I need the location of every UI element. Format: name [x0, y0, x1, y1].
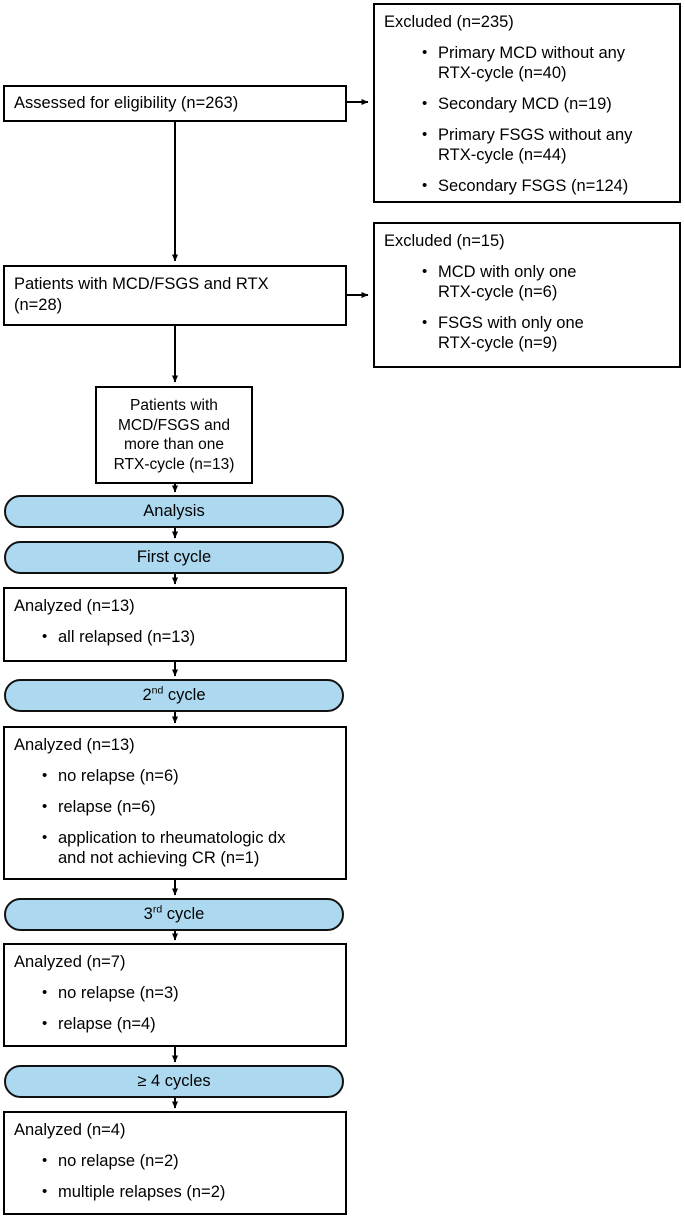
- node-patients-more-than-one-cycle: Patients with MCD/FSGS and more than one…: [95, 386, 253, 484]
- patients-rtx-label: Patients with MCD/FSGS and RTX (n=28): [14, 275, 269, 314]
- node-analyzed-second-cycle: Analyzed (n=13) no relapse (n=6) relapse…: [3, 726, 347, 880]
- third-cycle-number: 3: [143, 905, 153, 923]
- list-item: relapse (n=4): [40, 1014, 336, 1034]
- analyzed-3-list-wrap: no relapse (n=3) relapse (n=4): [40, 983, 336, 1034]
- list-item: Secondary FSGS (n=124): [420, 176, 670, 196]
- node-analyzed-four-plus-cycles: Analyzed (n=4) no relapse (n=2) multiple…: [3, 1111, 347, 1215]
- analyzed-3-heading: Analyzed (n=7): [14, 953, 126, 971]
- analyzed-1-heading: Analyzed (n=13): [14, 597, 135, 615]
- analyzed-2-list: no relapse (n=6) relapse (n=6) applicati…: [40, 766, 336, 868]
- third-cycle-word: cycle: [162, 905, 205, 923]
- banner-second-cycle: 2nd cycle: [4, 679, 344, 712]
- banner-analysis: Analysis: [4, 495, 344, 528]
- list-item: no relapse (n=3): [40, 983, 336, 1003]
- third-cycle-label: 3rd cycle: [143, 903, 205, 924]
- node-assessed-for-eligibility: Assessed for eligibility (n=263): [3, 85, 347, 122]
- analyzed-1-list: all relapsed (n=13): [40, 627, 336, 647]
- node-analyzed-third-cycle: Analyzed (n=7) no relapse (n=3) relapse …: [3, 943, 347, 1047]
- list-item: multiple relapses (n=2): [40, 1182, 336, 1202]
- analyzed-4-list: no relapse (n=2) multiple relapses (n=2): [40, 1151, 336, 1202]
- third-cycle-ordinal-suffix: rd: [152, 903, 163, 916]
- excluded-15-list: MCD with only one RTX-cycle (n=6) FSGS w…: [420, 262, 670, 353]
- analyzed-2-list-wrap: no relapse (n=6) relapse (n=6) applicati…: [40, 766, 336, 868]
- analysis-label: Analysis: [143, 502, 205, 520]
- excluded-235-list-wrap: Primary MCD without any RTX-cycle (n=40)…: [420, 43, 670, 196]
- second-cycle-word: cycle: [163, 686, 206, 704]
- analyzed-4-heading: Analyzed (n=4): [14, 1121, 126, 1139]
- excluded-235-heading: Excluded (n=235): [384, 13, 514, 31]
- excluded-15-list-wrap: MCD with only one RTX-cycle (n=6) FSGS w…: [420, 262, 670, 353]
- list-item: Primary FSGS without any RTX-cycle (n=44…: [420, 125, 670, 165]
- list-item: MCD with only one RTX-cycle (n=6): [420, 262, 670, 302]
- second-cycle-number: 2: [142, 686, 152, 704]
- node-excluded-235: Excluded (n=235) Primary MCD without any…: [373, 3, 681, 203]
- assessed-label: Assessed for eligibility (n=263): [14, 94, 239, 112]
- analyzed-4-list-wrap: no relapse (n=2) multiple relapses (n=2): [40, 1151, 336, 1202]
- list-item: all relapsed (n=13): [40, 627, 336, 647]
- analyzed-2-heading: Analyzed (n=13): [14, 736, 135, 754]
- second-cycle-label: 2nd cycle: [142, 684, 206, 705]
- excluded-235-list: Primary MCD without any RTX-cycle (n=40)…: [420, 43, 670, 196]
- list-item: relapse (n=6): [40, 797, 336, 817]
- analyzed-1-list-wrap: all relapsed (n=13): [40, 627, 336, 647]
- list-item: FSGS with only one RTX-cycle (n=9): [420, 313, 670, 353]
- list-item: application to rheumatologic dx and not …: [40, 828, 336, 868]
- patients-more-than-one-label: Patients with MCD/FSGS and more than one…: [113, 397, 235, 473]
- list-item: no relapse (n=2): [40, 1151, 336, 1171]
- node-excluded-15: Excluded (n=15) MCD with only one RTX-cy…: [373, 222, 681, 368]
- list-item: Primary MCD without any RTX-cycle (n=40): [420, 43, 670, 83]
- first-cycle-label: First cycle: [136, 548, 212, 566]
- banner-third-cycle: 3rd cycle: [4, 898, 344, 931]
- analyzed-3-list: no relapse (n=3) relapse (n=4): [40, 983, 336, 1034]
- list-item: Secondary MCD (n=19): [420, 94, 670, 114]
- banner-four-plus-cycles: ≥ 4 cycles: [4, 1065, 344, 1098]
- banner-first-cycle: First cycle: [4, 541, 344, 574]
- second-cycle-ordinal-suffix: nd: [151, 684, 164, 697]
- four-plus-cycles-label: ≥ 4 cycles: [137, 1072, 211, 1090]
- excluded-15-heading: Excluded (n=15): [384, 232, 505, 250]
- node-patients-mcd-fsgs-rtx: Patients with MCD/FSGS and RTX (n=28): [3, 265, 347, 326]
- node-analyzed-first-cycle: Analyzed (n=13) all relapsed (n=13): [3, 587, 347, 662]
- list-item: no relapse (n=6): [40, 766, 336, 786]
